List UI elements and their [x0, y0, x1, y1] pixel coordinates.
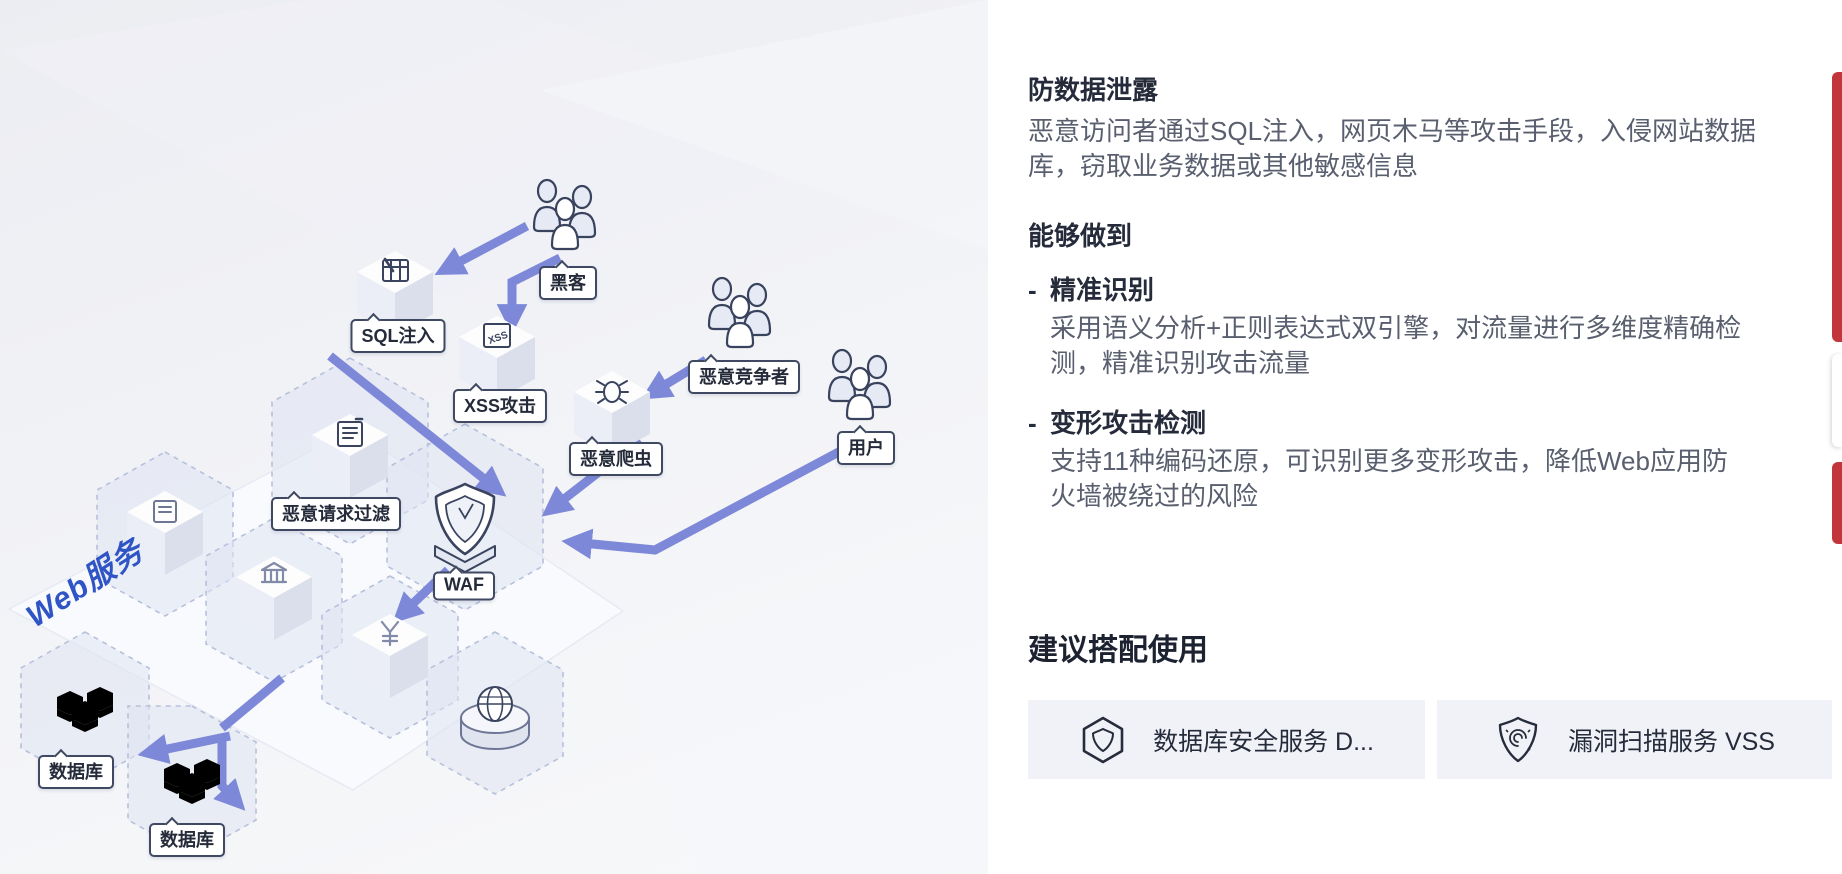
request-filter-cube-icon — [312, 414, 388, 498]
label-user: 用户 — [837, 431, 895, 465]
crawler-bug-cube-icon — [574, 371, 650, 455]
carousel-peek-red-top[interactable] — [1832, 72, 1842, 342]
label-crawler: 恶意爬虫 — [569, 442, 663, 476]
payment-server-cube-icon — [352, 614, 428, 698]
card-vulnerability-scan-service[interactable]: 漏洞扫描服务 VSS — [1437, 700, 1832, 779]
label-waf: WAF — [433, 571, 495, 601]
section-title-capabilities: 能够做到 — [1028, 221, 1133, 251]
competitor-people-icon — [707, 276, 772, 349]
hexagon-shield-icon — [1082, 716, 1124, 763]
capability-title-deformed-attack: 变形攻击检测 — [1050, 408, 1207, 438]
bullet-dash: - — [1028, 408, 1037, 438]
bullet-dash: - — [1028, 275, 1037, 305]
diagram-canvas: .f-top{fill:#fdfdfe}.f-left{fill:#ebeef6… — [0, 0, 988, 874]
label-database-2: 数据库 — [149, 823, 225, 857]
capability-body-precise-detection: 采用语义分析+正则表达式双引擎，对流量进行多维度精确检测，精准识别攻击流量 — [1050, 313, 1742, 378]
internet-globe-icon — [460, 686, 530, 750]
waf-shield-icon — [434, 482, 496, 573]
background-facets — [0, 0, 988, 874]
card-label: 漏洞扫描服务 VSS — [1568, 727, 1775, 756]
attack-flow-arrows — [137, 222, 853, 811]
section-title-recommended-combo: 建议搭配使用 — [1028, 634, 1208, 667]
shield-scan-icon — [1498, 716, 1538, 762]
user-people-icon — [827, 348, 892, 421]
section-body-data-leak: 恶意访问者通过SQL注入，网页木马等攻击手段，入侵网站数据库，窃取业务数据或其他… — [1028, 116, 1757, 181]
recommended-service-cards: 数据库安全服务 D... 漏洞扫描服务 VSS — [1028, 700, 1832, 779]
card-database-security-service[interactable]: 数据库安全服务 D... — [1028, 700, 1425, 779]
info-panel: 防数据泄露 恶意访问者通过SQL注入，网页木马等攻击手段，入侵网站数据库，窃取业… — [988, 0, 1842, 874]
carousel-peek-white[interactable] — [1832, 354, 1842, 447]
label-database-1: 数据库 — [38, 755, 114, 789]
label-request-filter: 恶意请求过滤 — [271, 497, 401, 531]
section-title-data-leak: 防数据泄露 — [1028, 75, 1159, 105]
label-hacker: 黑客 — [539, 266, 597, 300]
label-competitor: 恶意竞争者 — [688, 360, 800, 394]
sql-injection-cube-icon — [357, 251, 433, 335]
label-sql-injection: SQL注入 — [350, 319, 446, 353]
web-server-cube-icon — [127, 491, 203, 575]
architecture-diagram: .f-top{fill:#fdfdfe}.f-left{fill:#ebeef6… — [0, 0, 988, 874]
capability-item: - 精准识别 采用语义分析+正则表达式双引擎，对流量进行多维度精确检测，精准识别… — [1028, 274, 1842, 381]
capability-body-deformed-attack: 支持11种编码还原，可识别更多变形攻击，降低Web应用防火墙被绕过的风险 — [1050, 446, 1728, 511]
capability-title-precise-detection: 精准识别 — [1050, 275, 1155, 305]
capability-item: - 变形攻击检测 支持11种编码还原，可识别更多变形攻击，降低Web应用防火墙被… — [1028, 407, 1842, 514]
xss-attack-cube-icon: XSS — [459, 316, 535, 400]
card-label: 数据库安全服务 D... — [1153, 727, 1374, 756]
label-xss-attack: XSS攻击 — [452, 389, 548, 423]
app-server-cube-icon — [236, 556, 312, 640]
carousel-peek-red-bottom[interactable] — [1832, 462, 1842, 544]
